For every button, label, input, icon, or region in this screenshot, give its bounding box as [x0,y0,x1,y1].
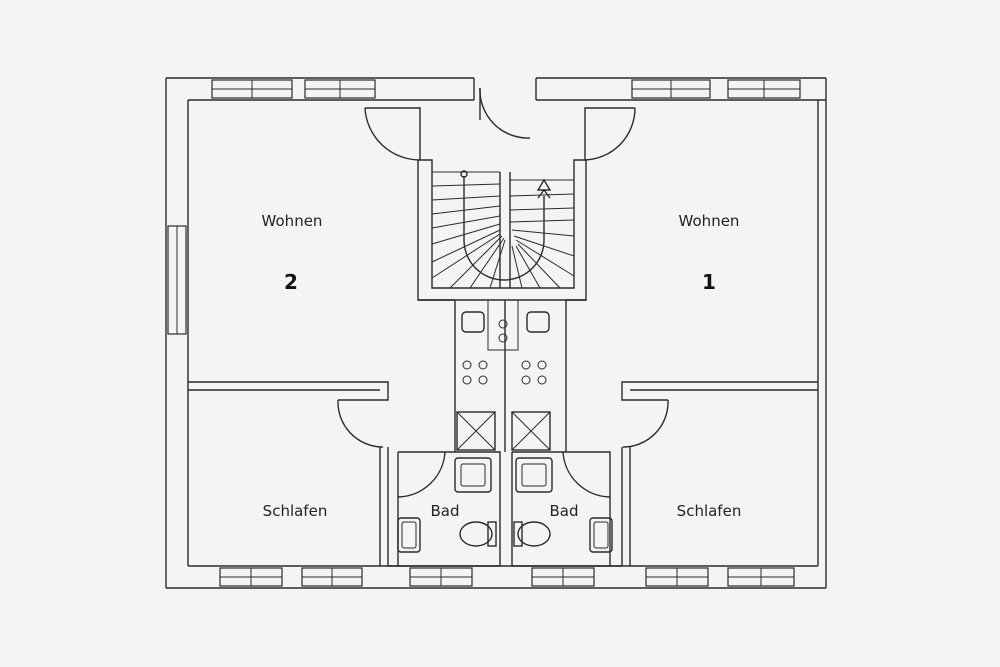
room-label-bath-left: Bad [430,502,460,520]
interior-walls-right [511,381,818,567]
room-label-living-right: Wohnen [678,212,740,230]
unit-number-right: 1 [702,270,716,294]
room-label-bedroom-left: Schlafen [262,502,328,520]
hall-doors [364,107,636,161]
entrance-door [473,78,537,139]
outer-walls [165,77,827,589]
room-label-bath-right: Bad [549,502,579,520]
interior-walls-left [188,381,501,567]
unit-number-left: 2 [284,270,298,294]
windows-bottom [219,567,795,587]
room-label-living-left: Wohnen [261,212,323,230]
stairwell [417,159,587,301]
windows-top [211,79,801,99]
window-left-side [167,225,187,335]
room-label-bedroom-right: Schlafen [676,502,742,520]
kitchens [454,300,567,452]
